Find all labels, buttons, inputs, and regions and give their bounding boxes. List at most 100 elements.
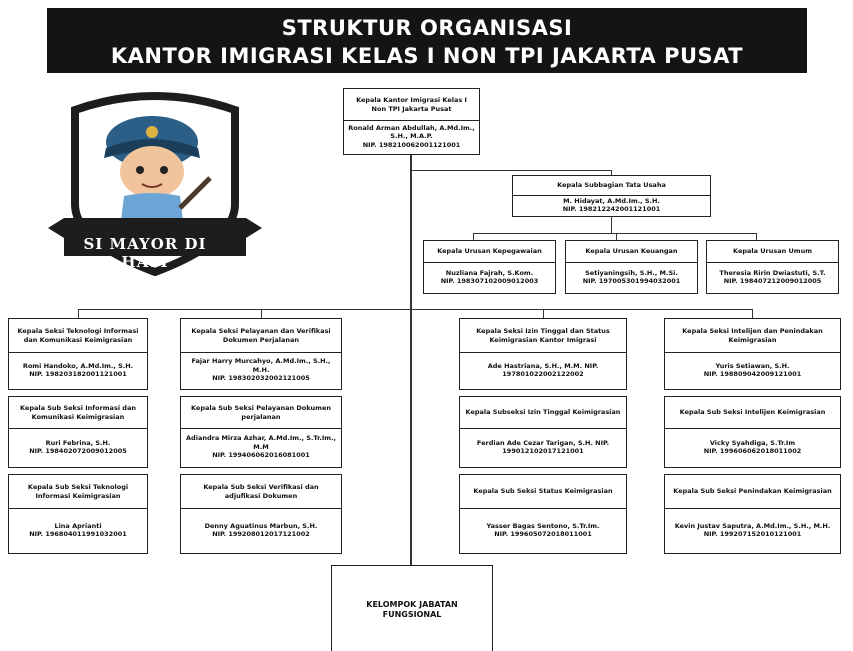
connector-line (543, 309, 544, 318)
fungsional-line-1: KELOMPOK JABATAN (366, 599, 458, 609)
connector-line (473, 233, 756, 234)
urusan-nip: NIP. 197005301994032001 (582, 277, 681, 285)
seksi-nip: NIP. 198302032002121005 (212, 374, 310, 383)
subseksi-person: Yasser Bagas Sentono, S.Tr.Im. NIP. 1996… (460, 507, 626, 553)
urusan-title: Kepala Urusan Kepegawaian (424, 241, 555, 263)
urusan-box: Kepala Urusan Umum Theresia Ririn Dwiast… (706, 240, 839, 294)
subseksi-title: Kepala Sub Seksi Intelijen Keimigrasian (665, 397, 840, 429)
urusan-box: Kepala Urusan Kepegawaian Nuzliana Fajra… (423, 240, 556, 294)
connector-line (616, 233, 617, 240)
seksi-nip: NIP. 198809042009121001 (703, 370, 802, 378)
mascot-label: SI MAYOR DI HATI (83, 235, 207, 271)
connector-line (78, 309, 753, 310)
connector-line (410, 155, 412, 567)
subseksi-nip: NIP. 199606062018011002 (703, 447, 802, 455)
head-name: Ronald Arman Abdullah, A.Md.Im., S.H., M… (348, 123, 475, 141)
subseksi-box: Kepala Sub Seksi Teknologi Informasi Kei… (8, 474, 148, 554)
subseksi-nip: NIP. 198402072009012005 (29, 447, 127, 455)
seksi-person: Fajar Harry Murcahyo, A.Md.Im., S.H., M.… (181, 351, 341, 389)
subseksi-name: Yasser Bagas Sentono, S.Tr.Im. (486, 521, 600, 530)
subseksi-nip: NIP. 199207152010121001 (703, 530, 802, 538)
tata-usaha-title: Kepala Subbagian Tata Usaha (513, 176, 710, 196)
subseksi-title: Kepala Subseksi Izin Tinggal Keimigrasia… (460, 397, 626, 429)
connector-line (752, 309, 753, 318)
fungsional-line-2: FUNGSIONAL (382, 610, 442, 619)
subseksi-name: Kevin Justav Saputra, A.Md.Im., S.H., M.… (674, 521, 831, 530)
title-line-1: STRUKTUR ORGANISASI (281, 16, 573, 40)
subseksi-box: Kepala Sub Seksi Intelijen Keimigrasian … (664, 396, 841, 468)
subseksi-title: Kepala Sub Seksi Pelayanan Dokumen perja… (181, 397, 341, 429)
seksi-title: Kepala Seksi Izin Tinggal dan Status Kei… (460, 319, 626, 353)
urusan-nip: NIP. 198407212009012005 (723, 277, 822, 285)
seksi-person: Romi Handoko, A.Md.Im., S.H. NIP. 198203… (9, 351, 147, 389)
subseksi-nip: NIP. 199406062016081001 (212, 451, 310, 460)
subseksi-person: Adiandra Mirza Azhar, A.Md.Im., S.Tr.Im.… (181, 427, 341, 467)
subseksi-title: Kepala Sub Seksi Verifikasi dan adjufika… (181, 475, 341, 509)
connector-line (411, 170, 612, 171)
tata-usaha-nip: NIP. 198212242001121001 (562, 205, 661, 213)
urusan-nip: NIP. 198307102009012003 (440, 277, 539, 285)
subseksi-person: Denny Aguatinus Marbun, S.H. NIP. 199208… (181, 507, 341, 553)
seksi-head-box: Kepala Seksi Pelayanan dan Verifikasi Do… (180, 318, 342, 390)
urusan-person: Setiyaningsih, S.H., M.Si. NIP. 19700530… (566, 261, 697, 293)
seksi-person: Ade Hastriana, S.H., M.M. NIP. 197801022… (460, 351, 626, 389)
head-person: Ronald Arman Abdullah, A.Md.Im., S.H., M… (344, 119, 479, 154)
connector-line (473, 233, 474, 240)
urusan-person: Theresia Ririn Dwiastuti, S.T. NIP. 1984… (707, 261, 838, 293)
urusan-box: Kepala Urusan Keuangan Setiyaningsih, S.… (565, 240, 698, 294)
connector-line (611, 217, 612, 233)
head-box: Kepala Kantor Imigrasi Kelas I Non TPI J… (343, 88, 480, 155)
seksi-head-box: Kepala Seksi Intelijen dan Penindakan Ke… (664, 318, 841, 390)
subseksi-box: Kepala Sub Seksi Status Keimigrasian Yas… (459, 474, 627, 554)
subseksi-person: Vicky Syahdiga, S.Tr.Im NIP. 19960606201… (665, 427, 840, 467)
urusan-title: Kepala Urusan Umum (707, 241, 838, 263)
seksi-title: Kepala Seksi Intelijen dan Penindakan Ke… (665, 319, 840, 353)
connector-line (756, 233, 757, 240)
seksi-head-box: Kepala Seksi Teknologi Informasi dan Kom… (8, 318, 148, 390)
connector-line (611, 170, 612, 175)
subseksi-nip: NIP. 196804011991032001 (29, 530, 127, 538)
head-title: Kepala Kantor Imigrasi Kelas I Non TPI J… (344, 89, 479, 121)
subseksi-title: Kepala Sub Seksi Informasi dan Komunikas… (9, 397, 147, 429)
subseksi-person: Lina Aprianti NIP. 196804011991032001 (9, 507, 147, 553)
seksi-title: Kepala Seksi Pelayanan dan Verifikasi Do… (181, 319, 341, 353)
mascot-logo (48, 92, 262, 276)
title-banner: STRUKTUR ORGANISASI KANTOR IMIGRASI KELA… (47, 8, 807, 73)
fungsional-box: KELOMPOK JABATAN FUNGSIONAL (331, 565, 493, 651)
subseksi-box: Kepala Sub Seksi Informasi dan Komunikas… (8, 396, 148, 468)
connector-line (261, 309, 262, 318)
subseksi-title: Kepala Sub Seksi Teknologi Informasi Kei… (9, 475, 147, 509)
subseksi-name: Vicky Syahdiga, S.Tr.Im (709, 438, 796, 447)
subseksi-nip: NIP. 199605072018011001 (494, 530, 592, 538)
tata-usaha-name: M. Hidayat, A.Md.Im., S.H. (563, 196, 660, 205)
subseksi-box: Kepala Sub Seksi Penindakan Keimigrasian… (664, 474, 841, 554)
subseksi-box: Kepala Sub Seksi Verifikasi dan adjufika… (180, 474, 342, 554)
connector-line (78, 309, 79, 318)
subseksi-nip: 199012102017121001 (502, 447, 584, 455)
subseksi-name: Ruri Febrina, S.H. (45, 438, 111, 447)
seksi-person: Yuris Setiawan, S.H. NIP. 19880904200912… (665, 351, 840, 389)
title-line-2: KANTOR IMIGRASI KELAS I NON TPI JAKARTA … (110, 44, 744, 68)
seksi-name: Romi Handoko, A.Md.Im., S.H. (22, 361, 134, 370)
seksi-name: Fajar Harry Murcahyo, A.Md.Im., S.H., M.… (191, 357, 331, 374)
subseksi-person: Ruri Febrina, S.H. NIP. 1984020720090120… (9, 427, 147, 467)
tata-usaha-box: Kepala Subbagian Tata Usaha M. Hidayat, … (512, 175, 711, 217)
urusan-name: Theresia Ririn Dwiastuti, S.T. (719, 268, 826, 277)
seksi-nip: NIP. 198203182001121001 (29, 370, 127, 378)
subseksi-box: Kepala Subseksi Izin Tinggal Keimigrasia… (459, 396, 627, 468)
subseksi-name: Denny Aguatinus Marbun, S.H. (204, 521, 318, 530)
urusan-person: Nuzliana Fajrah, S.Kom. NIP. 19830710200… (424, 261, 555, 293)
tata-usaha-person: M. Hidayat, A.Md.Im., S.H. NIP. 19821224… (513, 194, 710, 216)
subseksi-name: Ferdian Ade Cezar Tarigan, S.H. NIP. (476, 438, 610, 447)
urusan-title: Kepala Urusan Keuangan (566, 241, 697, 263)
subseksi-title: Kepala Sub Seksi Penindakan Keimigrasian (665, 475, 840, 509)
urusan-name: Nuzliana Fajrah, S.Kom. (445, 268, 534, 277)
seksi-name: Ade Hastriana, S.H., M.M. NIP. (487, 361, 599, 370)
subseksi-title: Kepala Sub Seksi Status Keimigrasian (460, 475, 626, 509)
subseksi-person: Kevin Justav Saputra, A.Md.Im., S.H., M.… (665, 507, 840, 553)
subseksi-nip: NIP. 199208012017121002 (212, 530, 310, 538)
subseksi-box: Kepala Sub Seksi Pelayanan Dokumen perja… (180, 396, 342, 468)
seksi-name: Yuris Setiawan, S.H. (715, 361, 790, 370)
head-nip: NIP. 198210062001121001 (362, 140, 461, 149)
seksi-nip: 197801022002122002 (502, 370, 584, 378)
